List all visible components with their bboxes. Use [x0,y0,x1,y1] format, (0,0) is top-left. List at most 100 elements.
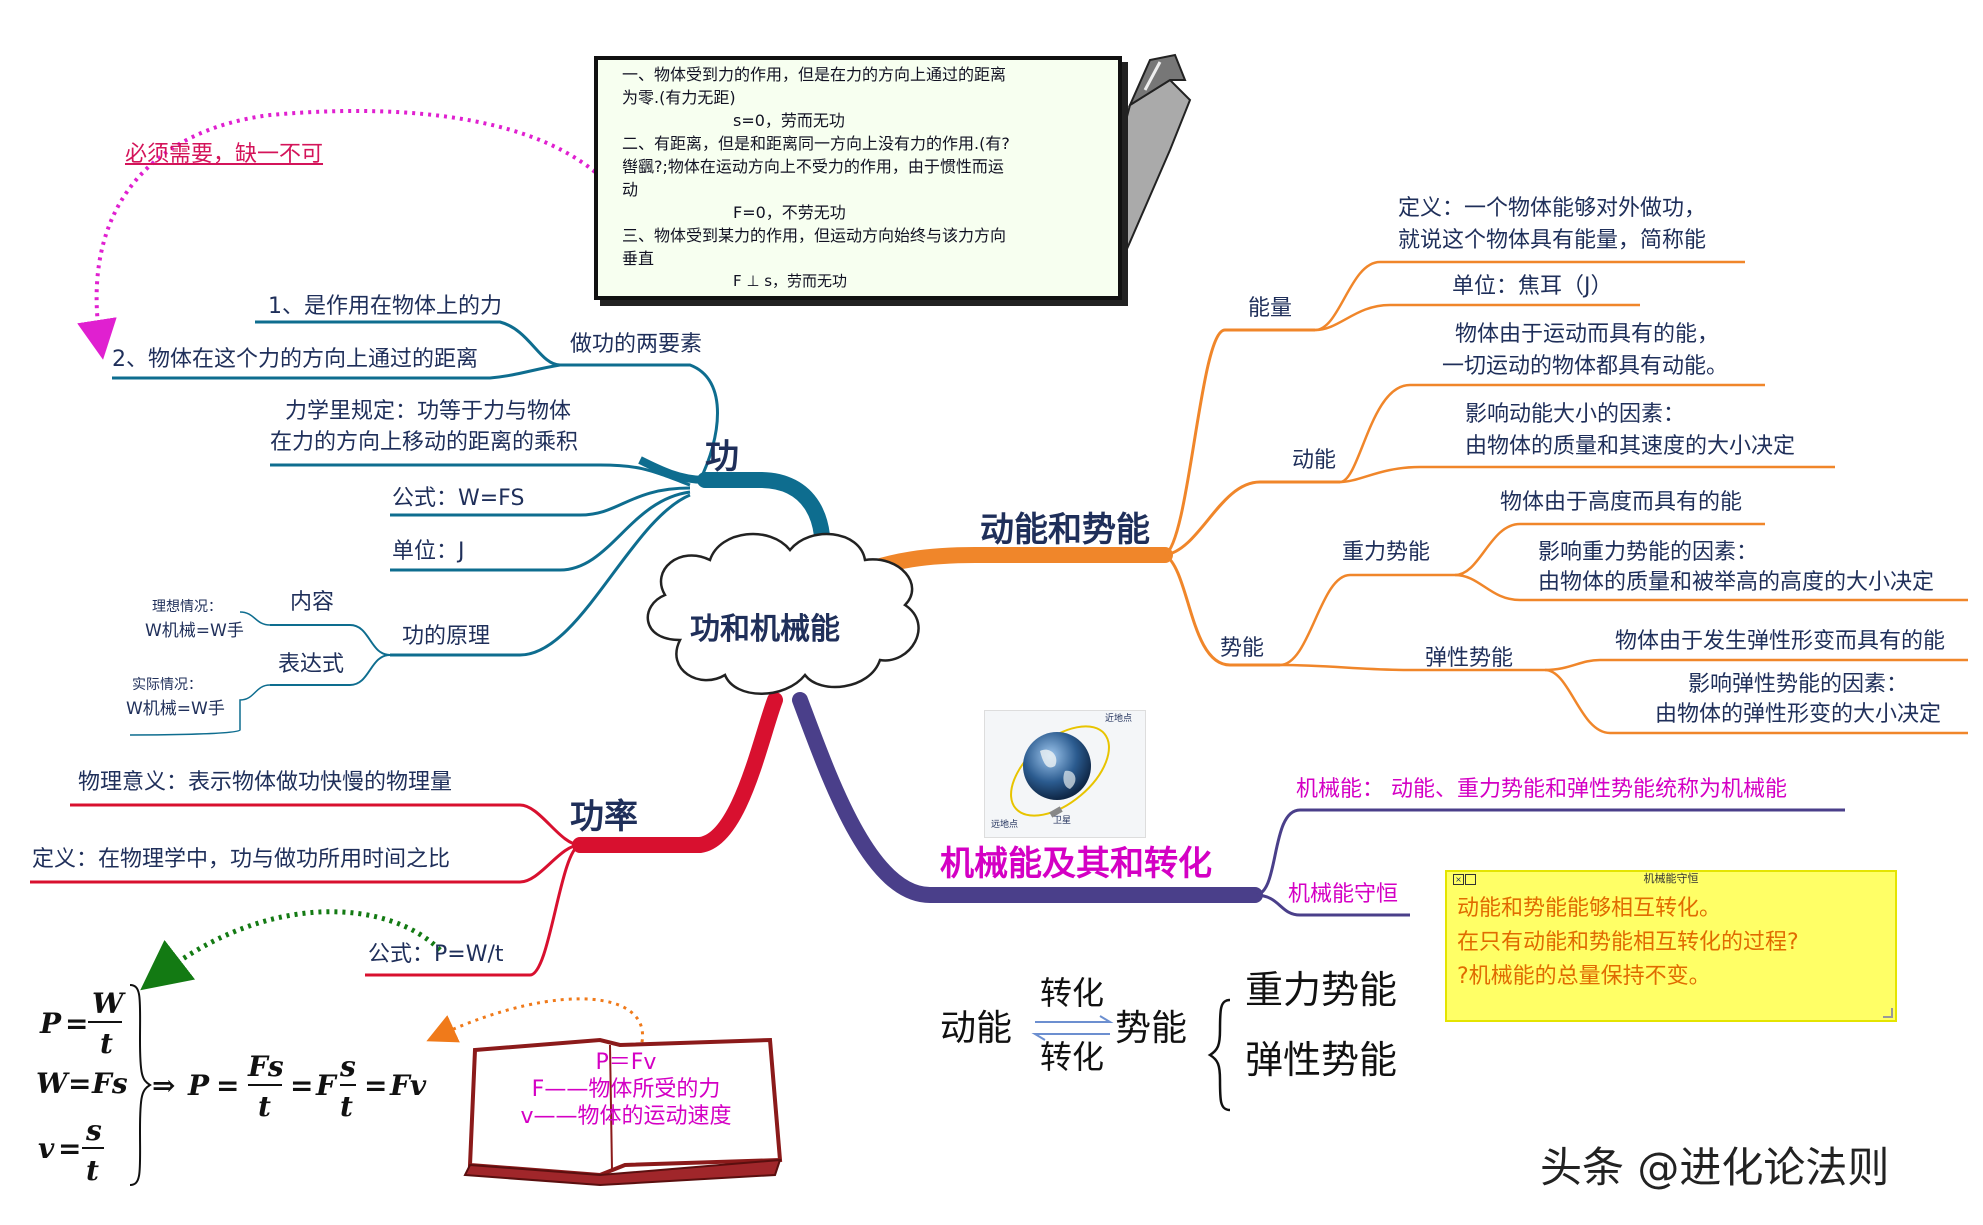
gravity-label: 重力势能 [1342,540,1431,565]
elastic-factor-1: 影响弹性势能的因素： [1688,672,1909,697]
earth-far-label: 远地点 [991,820,1019,830]
deriv-eq1: = [65,1007,89,1040]
note-line-5: 辔颻?;物体在运动方向上不受力的作用，由于惯性而运 [622,157,1004,176]
energy-label: 能量 [1248,296,1293,321]
kinetic-factor-2: 由物体的质量和其速度的大小决定 [1465,434,1796,459]
potential-label: 势能 [1220,636,1265,661]
book-illustration [463,1037,783,1187]
resize-grip-icon[interactable] [1883,1008,1893,1018]
mechanical-conservation: 机械能守恒 [1288,882,1399,907]
deriv-t-den1: t [100,1027,113,1060]
deriv-s-num2: s [340,1050,356,1083]
work-unit: 单位：J [392,539,465,564]
note-line-7: F=0，不劳无功 [733,203,846,222]
work-definition-line-1: 力学里规定：功等于力与物体 [285,399,572,424]
work-definition-line-2: 在力的方向上移动的距离的乘积 [270,430,579,455]
conservation-note: × 机械能守恒 动能和势能能够相互转化。 在只有动能和势能相互转化的过程? ?机… [1445,870,1897,1022]
deriv-F: F [316,1069,336,1102]
note-line-3: s=0，劳而无功 [733,111,845,130]
note-line-6: 动 [622,180,639,199]
deriv-t-den2: t [86,1154,99,1187]
conversion-kinetic: 动能 [940,1008,1013,1049]
center-title: 功和机械能 [690,612,840,647]
mechanical-branch-lines [792,692,1845,917]
earth-orbit-svg [1010,725,1110,818]
energy-title: 动能和势能 [980,510,1150,550]
work-element-1: 1、是作用在物体上的力 [268,294,502,319]
conversion-bottom-label: 转化 [1040,1038,1105,1076]
earth-near-label: 近地点 [1105,714,1133,724]
energy-definition-1: 定义：一个物体能够对外做功， [1398,196,1707,221]
deriv-s-num: s [86,1114,102,1147]
mechanical-title: 机械能及其和转化 [940,844,1212,884]
conversion-gravity: 重力势能 [1245,968,1398,1012]
power-title: 功率 [570,797,638,837]
work-title: 功 [705,437,739,477]
note-menu-icon[interactable] [1465,874,1476,885]
power-branch-lines [30,692,783,977]
actual-label: 实际情况： [132,677,202,693]
conversion-elastic: 弹性势能 [1245,1038,1398,1082]
deriv-Fs-num: Fs [248,1050,284,1083]
note-line-2: 为零.(有力无距) [622,88,736,107]
deriv-P2: P [188,1069,210,1102]
deriv-P1: P [40,1007,62,1040]
conversion-arrow-right [1035,1015,1114,1023]
energy-branch-lines [847,260,1968,735]
kinetic-label: 动能 [1292,448,1337,473]
ideal-formula: W机械=W手 [145,621,244,641]
watermark: 头条 @进化论法则 [1540,1143,1890,1192]
conversion-arrow-left [1031,1033,1110,1041]
note-line-4: 二、有距离，但是和距离同一方向上没有力的作用.(有? [622,134,1010,153]
deriv-v: v [38,1132,55,1165]
note-line-9: 垂直 [622,249,655,268]
kinetic-factor-1: 影响动能大小的因素： [1465,402,1686,427]
work-expression: 表达式 [278,652,345,677]
conservation-note-line-1: 动能和势能能够相互转化。 [1457,896,1722,921]
conversion-brace [1207,998,1231,1112]
elastic-definition: 物体由于发生弹性形变而具有的能 [1615,629,1946,654]
actual-formula: W机械=W手 [126,699,225,719]
necessary-label: 必须需要，缺一不可 [125,142,324,167]
kinetic-definition-1: 物体由于运动而具有的能， [1455,322,1720,347]
derivation-brace [129,984,152,1186]
necessary-dotted-arrow [77,108,597,360]
book-line-2: F——物体所受的力 [531,1077,721,1102]
earth-orbit-image: 近地点 远地点 卫星 [984,710,1146,838]
work-principle: 功的原理 [402,624,491,649]
deriv-Fs: Fs [92,1067,128,1100]
kinetic-definition-2: 一切运动的物体都具有动能。 [1442,354,1729,379]
deriv-W2: W [36,1067,68,1100]
note-close-icon[interactable]: × [1453,874,1464,885]
note-line-10: F ⊥ s，劳而无功 [733,272,848,290]
ideal-label: 理想情况： [152,599,222,615]
conservation-note-line-2: 在只有动能和势能相互转化的过程? [1457,930,1799,955]
book-line-1: P＝Fv [595,1050,657,1075]
conversion-top-label: 转化 [1040,974,1105,1012]
deriv-eq2: = [68,1067,92,1100]
deriv-arrow: ⇒ [152,1069,176,1102]
elastic-label: 弹性势能 [1425,646,1514,671]
energy-unit: 单位：焦耳（J） [1452,274,1613,299]
work-formula: 公式：W=FS [392,486,525,511]
mechanical-definition: 机械能： 动能、重力势能和弹性势能统称为机械能 [1296,777,1787,802]
book-line-3: v——物体的运动速度 [520,1104,732,1129]
conservation-note-line-3: ?机械能的总量保持不变。 [1457,964,1711,989]
work-branch-lines [112,320,831,736]
center-cloud [646,532,920,695]
work-content: 内容 [290,590,335,615]
fraction-bars [82,1021,356,1149]
energy-definition-2: 就说这个物体具有能量，简称能 [1398,228,1707,253]
note-line-8: 三、物体受到某力的作用，但运动方向始终与该力方向 [622,226,1007,245]
deriv-eq6: = [364,1069,388,1102]
power-formula: 公式：P=W/t [368,942,504,967]
deriv-Fv: Fv [390,1069,427,1102]
elastic-factor-2: 由物体的弹性形变的大小决定 [1655,702,1942,727]
power-meaning: 物理意义：表示物体做功快慢的物理量 [78,770,453,795]
book-dotted-arrow [426,997,644,1051]
satellite-label: 卫星 [1053,816,1072,826]
note-line-1: 一、物体受到力的作用，但是在力的方向上通过的距离 [622,65,1007,84]
no-work-note-box: 一、物体受到力的作用，但是在力的方向上通过的距离 为零.(有力无距) s=0，劳… [594,56,1122,300]
deriv-eq5: = [290,1069,314,1102]
